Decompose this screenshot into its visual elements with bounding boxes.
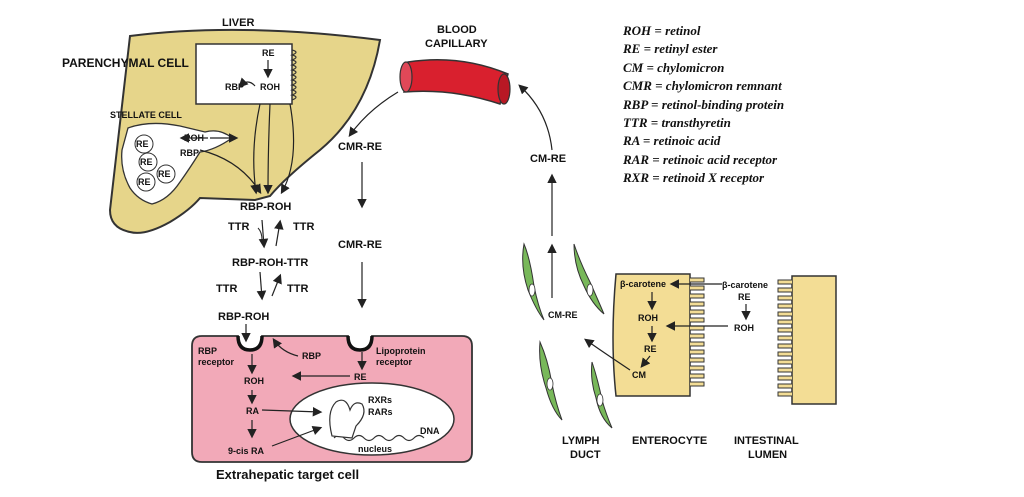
legend-item: RXR = retinoid X receptor [623,170,765,186]
intestinal-lumen-label-1: INTESTINAL [734,435,799,447]
lymph-cm-re-label: CM-RE [548,310,578,320]
legend-item: CM = chylomicron [623,59,725,75]
enterocyte-roh: ROH [638,313,658,323]
lymph-cell [573,243,605,315]
re-droplet [156,164,176,184]
lipoprotein-label-1: Lipoprotein [376,346,426,356]
blood-capillary-label-2: CAPILLARY [425,38,488,50]
lymph-duct-label-1: LYMPH [562,435,600,447]
extrahepatic-target-cell: RBP receptor RBP Lipoprotein receptor RE… [191,335,473,482]
liver-roh-label: ROH [260,82,280,92]
parenchymal-cell-label: PARENCHYMAL CELL [62,56,189,70]
rars-label: RARs [368,407,393,417]
lymph-cell [591,361,613,429]
nucleus-label: nucleus [358,444,392,454]
rbp-receptor-label-1: RBP [198,346,217,356]
target-roh-label: ROH [244,376,264,386]
lumen-re: RE [738,292,751,302]
re-droplet [134,134,154,154]
rbp-roh-ttr: RBP-ROH-TTR [232,257,308,269]
enterocyte-beta-carotene: β-carotene [620,279,666,289]
legend-item: TTR = transthyretin [623,115,731,131]
ttr-2: TTR [293,221,314,233]
intestinal-lumen-label-2: LUMEN [748,449,787,461]
cm-re-label: CM-RE [530,153,566,165]
lumen-beta-carotene: β-carotene [722,280,768,290]
capillary-tube [403,58,509,105]
blood-capillary: BLOOD CAPILLARY [348,24,553,151]
rbp-roh-top: RBP-ROH [240,201,291,213]
liver-rbp-label: RBP [225,82,244,92]
legend-item: ROH = retinol [623,23,701,38]
nucleus [289,382,455,456]
rbp-receptor-label-2: receptor [198,357,235,367]
droplet-label: RE [140,157,153,167]
blood-capillary-label-1: BLOOD [437,24,477,36]
target-ra-label: RA [246,406,259,416]
legend-item: RBP = retinol-binding protein [623,96,785,112]
lymph-cell [522,242,545,321]
re-droplet [136,172,156,192]
cmr-re-label-2: CMR-RE [338,239,382,251]
legend-item: RE = retinyl ester [623,41,718,57]
re-droplet [138,152,158,172]
enterocyte-re: RE [644,344,657,354]
microvilli-lumen [777,279,792,397]
enterocyte-label: ENTEROCYTE [632,435,707,447]
droplet-label: RE [158,169,171,179]
enterocyte-cm: CM [632,370,646,380]
target-cell-caption: Extrahepatic target cell [216,467,359,482]
ttr-4: TTR [287,283,308,295]
lumen-wall [791,275,837,405]
parenchymal-cell-box [195,43,293,105]
intestine: CM-RE β-carotene ROH RE CM β-carotene RE… [522,242,837,461]
stellate-rbp-label: RBP [180,148,199,158]
stellate-cell-label: STELLATE CELL [110,110,182,120]
ttr-3: TTR [216,283,237,295]
liver-title: LIVER [222,17,254,29]
liver-re-label: RE [262,48,275,58]
microvilli-liver [289,49,297,101]
target-re-label: RE [354,372,367,382]
abbreviation-legend: ROH = retinol RE = retinyl ester CM = ch… [623,22,863,188]
target-rbp-label: RBP [302,351,321,361]
dna-label: DNA [420,426,440,436]
ttr-1: TTR [228,221,249,233]
legend-item: CMR = chylomicron remnant [623,78,782,94]
droplet-label: RE [136,139,149,149]
liver: RE RE RE RE LIVER PARENCHYMAL CELL STELL… [62,17,382,234]
lipoprotein-label-2: receptor [376,357,413,367]
rbp-roh-bottom: RBP-ROH [218,311,269,323]
plasma-transport: CMR-RE CMR-RE CM-RE RBP-ROH TTR TTR RBP-… [216,141,566,343]
target-9cis-ra-label: 9-cis RA [228,446,265,456]
cmr-re-label-1: CMR-RE [338,141,382,153]
legend-item: RA = retinoic acid [623,133,721,149]
receptor-complex [329,399,365,439]
legend-item: RAR = retinoic acid receptor [623,151,778,167]
lymph-duct-label-2: DUCT [570,449,601,461]
rxrs-label: RXRs [368,395,392,405]
microvilli-enterocyte [690,277,705,387]
droplet-label: RE [138,177,151,187]
lumen-roh: ROH [734,323,754,333]
